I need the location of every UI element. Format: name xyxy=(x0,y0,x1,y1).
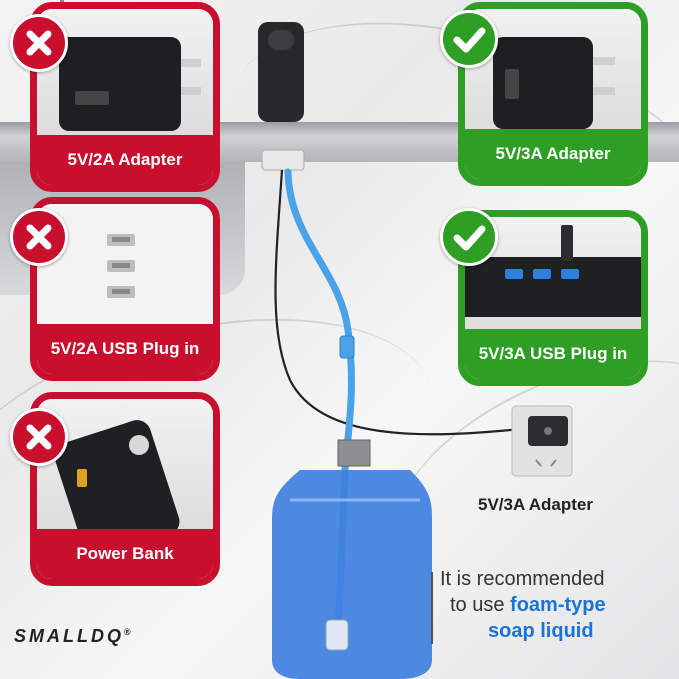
note-line-2-prefix: to use xyxy=(450,594,511,616)
note-line-1: It is recommended xyxy=(440,568,605,590)
card-label: 5V/3A Adapter xyxy=(465,129,641,179)
note-bar xyxy=(431,572,433,644)
brand-logo: SMALLDQ® xyxy=(14,626,131,647)
card-image-area xyxy=(465,217,641,335)
outlet-label: 5V/3A Adapter xyxy=(478,495,593,514)
check-icon xyxy=(440,10,498,68)
adapter-port xyxy=(544,427,552,435)
card-image-area xyxy=(37,399,213,558)
wall-adapter-icon xyxy=(493,37,615,129)
card-label: 5V/2A USB Plug in xyxy=(37,324,213,374)
outlet-slot xyxy=(550,459,557,467)
power-bank-icon xyxy=(54,420,180,558)
brand-registered-mark: ® xyxy=(124,627,131,637)
note-line-2: to use foam-type xyxy=(440,592,670,618)
jug-neck xyxy=(337,439,371,467)
card-good-adapter: 5V/3A Adapter xyxy=(458,2,648,186)
card-bad-adapter: 5V/2A Adapter xyxy=(30,2,220,192)
outlet-slot xyxy=(535,459,542,467)
power-strip-icon xyxy=(465,225,641,317)
power-cable xyxy=(274,169,531,436)
card-good-usb: 5V/3A USB Plug in xyxy=(458,210,648,386)
brand-name: SMALLDQ xyxy=(14,626,124,646)
check-icon xyxy=(440,208,498,266)
card-label: 5V/3A USB Plug in xyxy=(465,329,641,379)
cross-icon xyxy=(10,14,68,72)
note-line-3: soap liquid xyxy=(488,620,594,642)
cross-icon xyxy=(10,208,68,266)
usb-outlet-icon xyxy=(37,204,213,330)
dispenser-head xyxy=(258,22,304,122)
note-highlight: foam-type xyxy=(510,594,606,616)
cross-icon xyxy=(10,408,68,466)
suction-tube xyxy=(284,168,355,644)
mount-nut xyxy=(261,149,305,171)
tube-connector xyxy=(339,335,355,359)
wall-adapter-icon xyxy=(59,37,201,131)
card-label: 5V/2A Adapter xyxy=(37,135,213,185)
card-label: Power Bank xyxy=(37,529,213,579)
tube-filter xyxy=(325,619,349,651)
soap-jug xyxy=(272,470,432,679)
dispenser-sensor xyxy=(268,30,294,50)
card-image-area xyxy=(37,9,213,135)
recommendation-note: It is recommended to use foam-type soap … xyxy=(440,566,670,644)
card-image-area xyxy=(37,204,213,330)
